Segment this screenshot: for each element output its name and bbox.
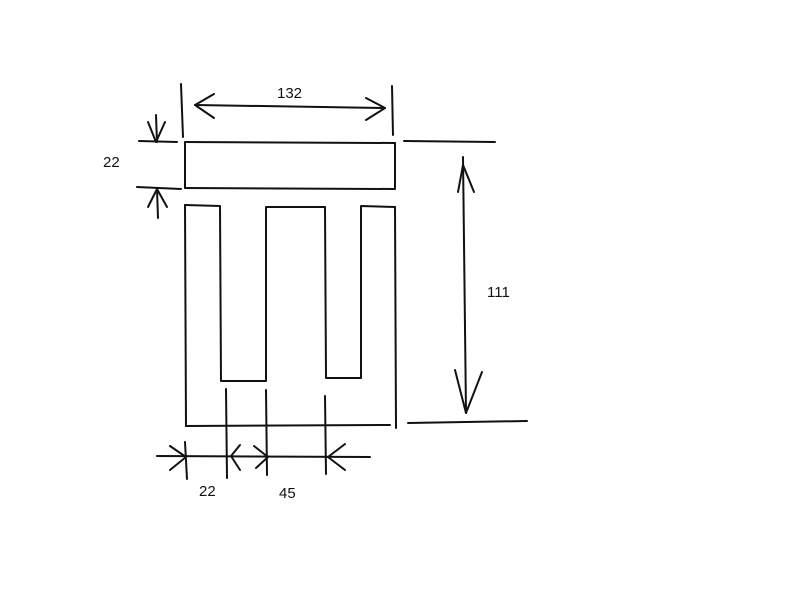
- label-slot-height: 111: [487, 284, 510, 301]
- dimension-slot-height: 111: [403, 140, 528, 424]
- label-top-bar-height: 22: [103, 154, 120, 171]
- dimension-overall-width: 132: [180, 83, 394, 138]
- top-bar: [184, 141, 396, 190]
- comb-body: [184, 204, 397, 429]
- label-leg-width: 22: [199, 483, 216, 500]
- label-overall-width: 132: [277, 85, 302, 102]
- dimension-top-bar-height: 22: [103, 114, 182, 219]
- label-slot-width: 45: [279, 485, 296, 502]
- dimension-bottom-widths: 22 45: [156, 388, 371, 502]
